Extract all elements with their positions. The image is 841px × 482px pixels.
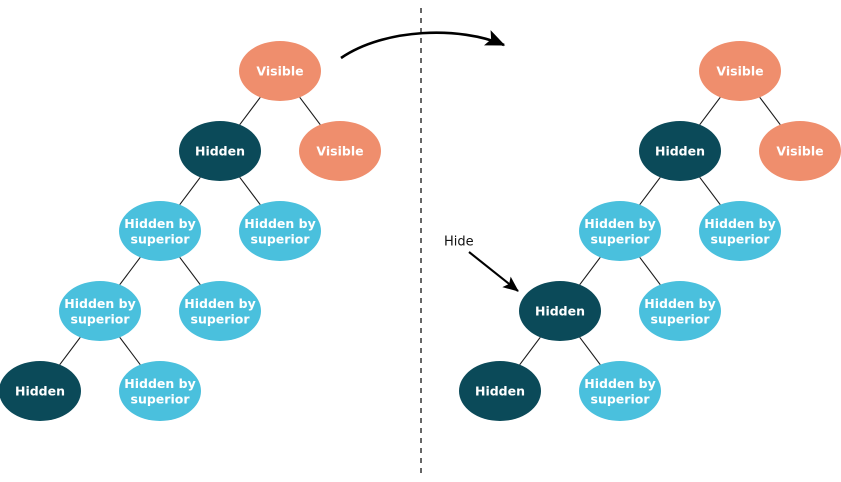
after-node-visible[interactable]: Visible — [759, 121, 841, 181]
tree-edge — [639, 176, 661, 206]
node-ellipse[interactable] — [239, 201, 321, 261]
node-ellipse[interactable] — [119, 201, 201, 261]
before-node-hidden[interactable]: Hidden — [179, 121, 261, 181]
tree-edge — [239, 96, 261, 126]
node-ellipse[interactable] — [119, 361, 201, 421]
node-ellipse[interactable] — [459, 361, 541, 421]
tree-edge — [179, 176, 201, 206]
node-ellipse[interactable] — [59, 281, 141, 341]
node-label: Visible — [716, 64, 763, 79]
transition-arrow-icon — [340, 30, 506, 60]
node-label: Visible — [776, 144, 823, 159]
right-tree-edges — [519, 96, 781, 366]
tree-edge — [119, 336, 141, 366]
after-node-hidden[interactable]: Hidden — [459, 361, 541, 421]
tree-edge — [699, 176, 721, 206]
tree-edge — [579, 256, 601, 286]
node-label: Hidden — [475, 384, 525, 399]
tree-edge — [119, 256, 141, 286]
tree-edge — [639, 256, 661, 286]
node-ellipse[interactable] — [299, 121, 381, 181]
node-label: Hidden — [655, 144, 705, 159]
hide-annotation-label: Hide — [444, 235, 474, 250]
hide-arrow-icon — [468, 251, 519, 292]
tree-edge — [59, 336, 81, 366]
node-ellipse[interactable] — [699, 41, 781, 101]
tree-edge — [239, 176, 261, 206]
left-tree-edges — [59, 96, 321, 366]
node-ellipse[interactable] — [579, 201, 661, 261]
node-ellipse[interactable] — [639, 121, 721, 181]
node-ellipse[interactable] — [519, 281, 601, 341]
before-node-visible[interactable]: Visible — [299, 121, 381, 181]
before-node-hidden[interactable]: Hidden — [0, 361, 81, 421]
before-node-visible[interactable]: Visible — [239, 41, 321, 101]
node-label: Hidden — [535, 304, 585, 319]
node-label: Visible — [316, 144, 363, 159]
node-ellipse[interactable] — [759, 121, 841, 181]
tree-edge — [759, 96, 781, 126]
after-node-hidden[interactable]: Hidden — [639, 121, 721, 181]
node-ellipse[interactable] — [579, 361, 661, 421]
tree-edge — [579, 336, 601, 366]
node-ellipse[interactable] — [699, 201, 781, 261]
tree-edge — [519, 336, 541, 366]
node-label: Visible — [256, 64, 303, 79]
after-node-hidden[interactable]: Hidden — [519, 281, 601, 341]
node-label: Hidden — [15, 384, 65, 399]
tree-edge — [179, 256, 201, 286]
node-ellipse[interactable] — [0, 361, 81, 421]
node-ellipse[interactable] — [639, 281, 721, 341]
after-node-visible[interactable]: Visible — [699, 41, 781, 101]
node-ellipse[interactable] — [239, 41, 321, 101]
node-ellipse[interactable] — [179, 281, 261, 341]
tree-edge — [299, 96, 321, 126]
tree-edge — [699, 96, 721, 126]
node-ellipse[interactable] — [179, 121, 261, 181]
node-label: Hidden — [195, 144, 245, 159]
